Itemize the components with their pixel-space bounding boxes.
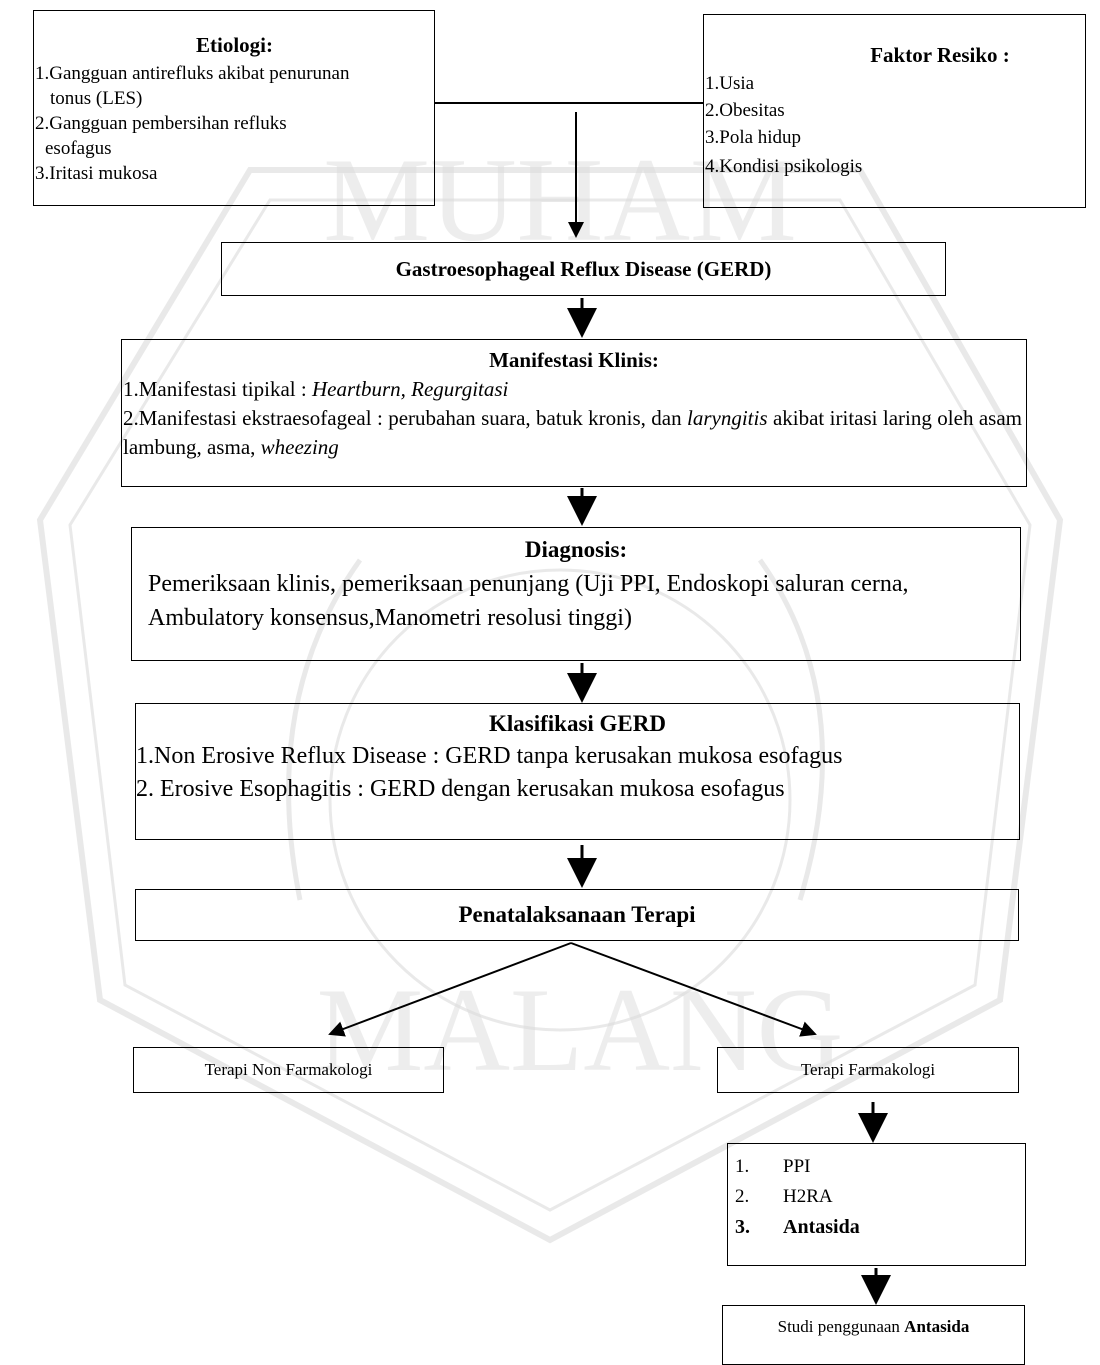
studi-box: Studi penggunaan Antasida bbox=[722, 1305, 1025, 1365]
obat-list-box: 1. PPI 2. H2RA 3. Antasida bbox=[727, 1143, 1026, 1266]
obat-item-number: 3. bbox=[735, 1216, 750, 1238]
etiologi-item-1: 1.Gangguan antirefluks akibat penurunan … bbox=[35, 61, 434, 111]
diagnosis-box: Diagnosis: Pemeriksaan klinis, pemeriksa… bbox=[131, 527, 1021, 661]
terapi-non-farmakologi-box: Terapi Non Farmakologi bbox=[133, 1047, 444, 1093]
faktor-item: 1.Usia bbox=[705, 73, 755, 94]
obat-item-number: 2. bbox=[735, 1186, 750, 1207]
studi-prefix: Studi penggunaan bbox=[777, 1317, 905, 1336]
manifestasi-item-1-italic: Heartburn, Regurgitasi bbox=[311, 377, 509, 401]
studi-bold: Antasida bbox=[904, 1317, 970, 1336]
obat-item-label: PPI bbox=[783, 1156, 811, 1177]
manifestasi-item-1: 1.Manifestasi tipikal : Heartburn, Regur… bbox=[122, 375, 1026, 404]
etiologi-item-1-line-1: 1.Gangguan antirefluks akibat penurunan bbox=[35, 63, 350, 84]
klasifikasi-title: Klasifikasi GERD bbox=[488, 711, 666, 736]
obat-item-ppi: 1. PPI bbox=[728, 1152, 1025, 1182]
obat-item-h2ra: 2. H2RA bbox=[728, 1182, 1025, 1212]
manifestasi-item-2-text: 2.Manifestasi ekstraesofageal : perubaha… bbox=[123, 406, 688, 430]
obat-item-label: H2RA bbox=[783, 1186, 833, 1207]
faktor-item: 2.Obesitas bbox=[705, 100, 785, 121]
manifestasi-item-2-italic-1: laryngitis bbox=[687, 406, 768, 430]
etiologi-item-2-line-1: 2.Gangguan pembersihan refluks bbox=[35, 113, 287, 134]
obat-item-number: 1. bbox=[735, 1156, 750, 1177]
klasifikasi-item-1: 1.Non Erosive Reflux Disease : GERD tanp… bbox=[136, 743, 843, 769]
etiologi-box: Etiologi: 1.Gangguan antirefluks akibat … bbox=[33, 10, 435, 206]
manifestasi-item-2-italic-2: wheezing bbox=[260, 435, 339, 459]
manifestasi-item-2-middle: akibat iritasi laring oleh asam lambung,… bbox=[123, 406, 1023, 459]
faktor-resiko-title: Faktor Resiko : bbox=[870, 43, 1010, 67]
arrow-to-farma bbox=[570, 942, 817, 1037]
etiologi-item-1-line-2: tonus (LES) bbox=[50, 88, 143, 109]
manifestasi-item-2: 2.Manifestasi ekstraesofageal : perubaha… bbox=[122, 404, 1026, 462]
etiologi-title: Etiologi: bbox=[196, 33, 273, 57]
manifestasi-klinis-box: Manifestasi Klinis: 1.Manifestasi tipika… bbox=[121, 339, 1027, 487]
diagnosis-title: Diagnosis: bbox=[524, 537, 628, 562]
faktor-resiko-box: Faktor Resiko : 1.Usia 2.Obesitas 3.Pola… bbox=[703, 14, 1086, 208]
faktor-item: 4.Kondisi psikologis bbox=[705, 156, 863, 177]
penatalaksanaan-terapi-box: Penatalaksanaan Terapi bbox=[135, 889, 1019, 941]
terapi-title: Penatalaksanaan Terapi bbox=[458, 902, 696, 927]
klasifikasi-box: Klasifikasi GERD 1.Non Erosive Reflux Di… bbox=[135, 703, 1020, 840]
arrow-to-nonfarma bbox=[328, 942, 572, 1037]
diagnosis-body: Pemeriksaan klinis, pemeriksaan penunjan… bbox=[148, 571, 909, 631]
manifestasi-title: Manifestasi Klinis: bbox=[489, 348, 659, 372]
farmakologi-label: Terapi Farmakologi bbox=[800, 1060, 936, 1079]
etiologi-item-3: 3.Iritasi mukosa bbox=[35, 163, 158, 184]
obat-item-antasida: 3. Antasida bbox=[728, 1212, 1025, 1242]
etiologi-item-2-line-2: esofagus bbox=[45, 138, 112, 159]
etiologi-item-2: 2.Gangguan pembersihan refluks esofagus bbox=[35, 111, 434, 161]
faktor-item: 3.Pola hidup bbox=[705, 127, 802, 148]
terapi-farmakologi-box: Terapi Farmakologi bbox=[717, 1047, 1019, 1093]
klasifikasi-item-2: 2. Erosive Esophagitis : GERD dengan ker… bbox=[136, 776, 785, 802]
gerd-box: Gastroesophageal Reflux Disease (GERD) bbox=[221, 242, 946, 296]
non-farmakologi-label: Terapi Non Farmakologi bbox=[204, 1060, 373, 1079]
gerd-title: Gastroesophageal Reflux Disease (GERD) bbox=[395, 257, 772, 281]
manifestasi-item-1-text: 1.Manifestasi tipikal : bbox=[123, 377, 312, 401]
obat-item-label: Antasida bbox=[783, 1216, 860, 1238]
